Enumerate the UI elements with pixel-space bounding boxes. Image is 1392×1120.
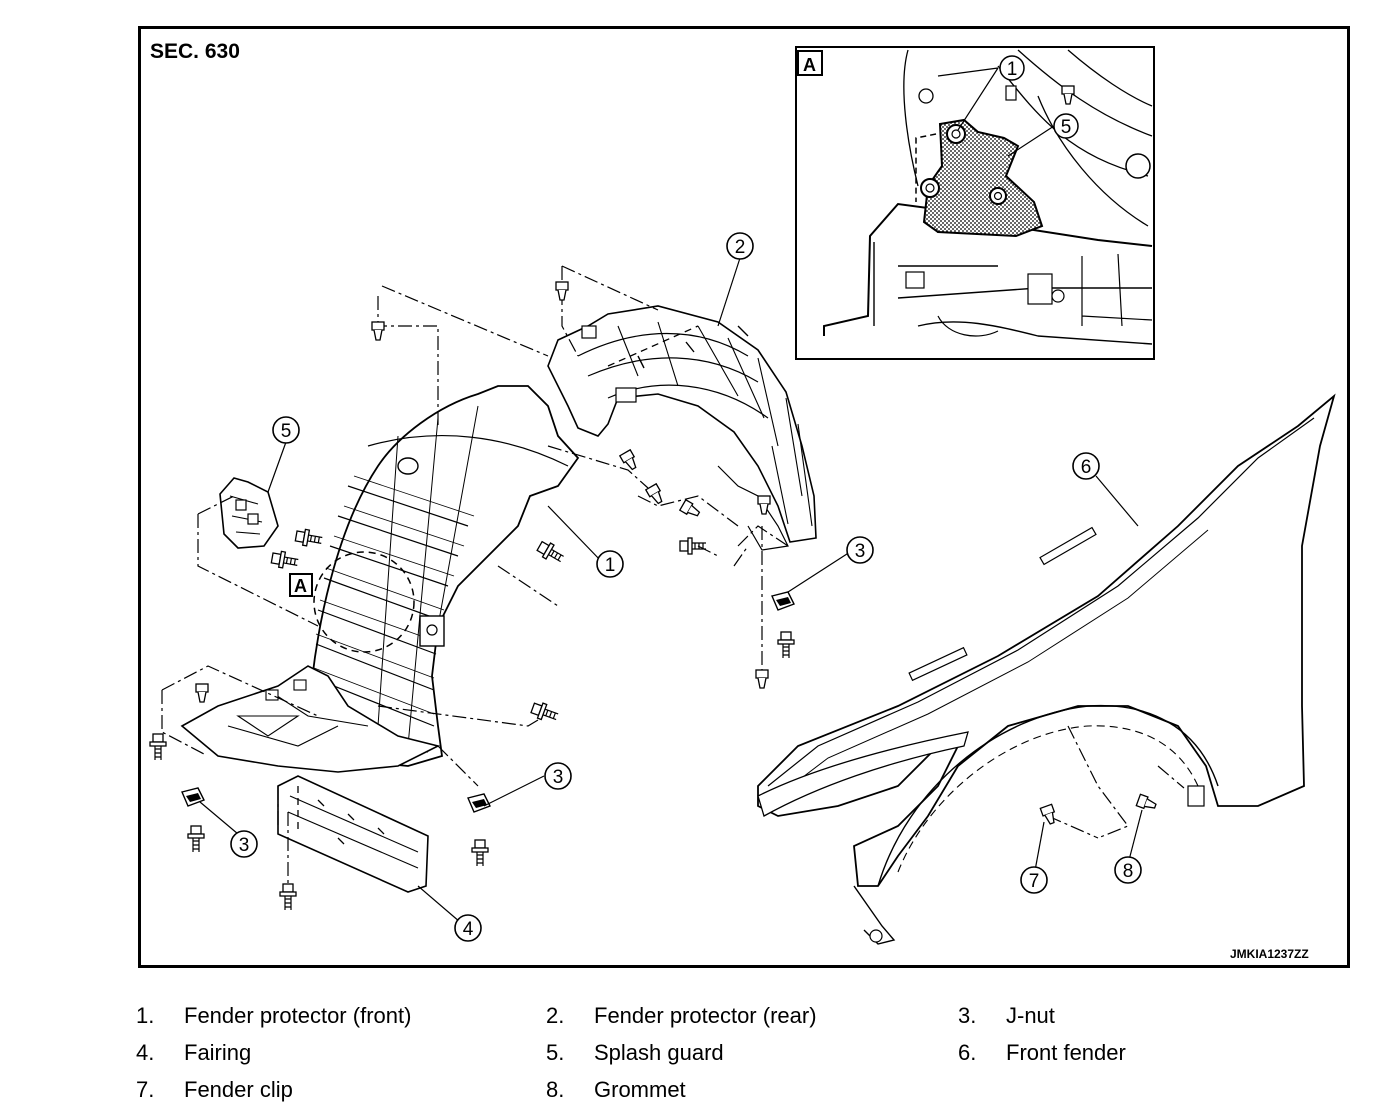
splash-guard	[219, 477, 279, 549]
legend-label: Grommet	[594, 1077, 686, 1102]
parts-legend: 1. Fender protector (front) 2. Fender pr…	[0, 996, 1392, 1116]
svg-text:6: 6	[1081, 457, 1092, 478]
callout-3-left: 3	[230, 830, 258, 858]
svg-text:3: 3	[239, 835, 250, 856]
legend-label: Fender clip	[184, 1077, 293, 1102]
legend-label: Fender protector (rear)	[594, 1003, 817, 1028]
legend-number: 4.	[136, 1040, 155, 1065]
fender-protector-front	[307, 385, 580, 767]
callout-8: 8	[1114, 856, 1142, 884]
legend-label: Splash guard	[594, 1040, 724, 1065]
legend-number: 3.	[958, 1003, 977, 1028]
legend-label: J-nut	[1006, 1003, 1055, 1028]
callout-3-right: 3	[846, 536, 874, 564]
svg-text:3: 3	[855, 541, 866, 562]
front-fender	[757, 393, 1336, 945]
assembly-guide-lines	[161, 265, 1185, 896]
inset-callout-1	[999, 55, 1025, 81]
hidden-edge-lines	[297, 325, 699, 832]
callout-3-center: 3	[544, 762, 572, 790]
legend-number: 8.	[546, 1077, 565, 1102]
inset-callout-5	[1053, 113, 1079, 139]
callout-6: 6	[1072, 452, 1100, 480]
legend-label: Fairing	[184, 1040, 252, 1065]
svg-text:4: 4	[463, 919, 474, 940]
svg-text:A: A	[803, 55, 816, 75]
svg-text:3: 3	[553, 767, 564, 788]
detail-view-a-inset: A 1 5	[795, 46, 1155, 360]
legend-number: 7.	[136, 1077, 155, 1102]
callout-5: 5	[272, 416, 300, 444]
figure-code: JMKIA1237ZZ	[1230, 947, 1309, 961]
fairing	[277, 775, 429, 893]
svg-text:1: 1	[605, 555, 616, 576]
svg-text:5: 5	[1061, 117, 1072, 138]
svg-text:A: A	[294, 576, 307, 596]
callout-2: 2	[726, 232, 754, 260]
svg-text:2: 2	[735, 237, 746, 258]
callout-7: 7	[1020, 866, 1048, 894]
parts-diagram: SEC. 630 JMKIA1237ZZ A	[138, 26, 1350, 968]
legend-number: 6.	[958, 1040, 977, 1065]
svg-text:5: 5	[281, 421, 292, 442]
svg-text:1: 1	[1007, 59, 1018, 80]
view-a-marker: A	[289, 573, 313, 597]
fender-protector-rear	[547, 305, 817, 551]
callout-1: 1	[596, 550, 624, 578]
legend-label: Fender protector (front)	[184, 1003, 412, 1028]
lower-cover-plate	[180, 665, 441, 773]
section-number: SEC. 630	[150, 40, 240, 63]
legend-number: 5.	[546, 1040, 565, 1065]
callout-4: 4	[454, 914, 482, 942]
svg-text:8: 8	[1123, 861, 1134, 882]
legend-label: Front fender	[1006, 1040, 1126, 1065]
legend-number: 1.	[136, 1003, 155, 1028]
legend-number: 2.	[546, 1003, 565, 1028]
svg-text:7: 7	[1029, 871, 1040, 892]
